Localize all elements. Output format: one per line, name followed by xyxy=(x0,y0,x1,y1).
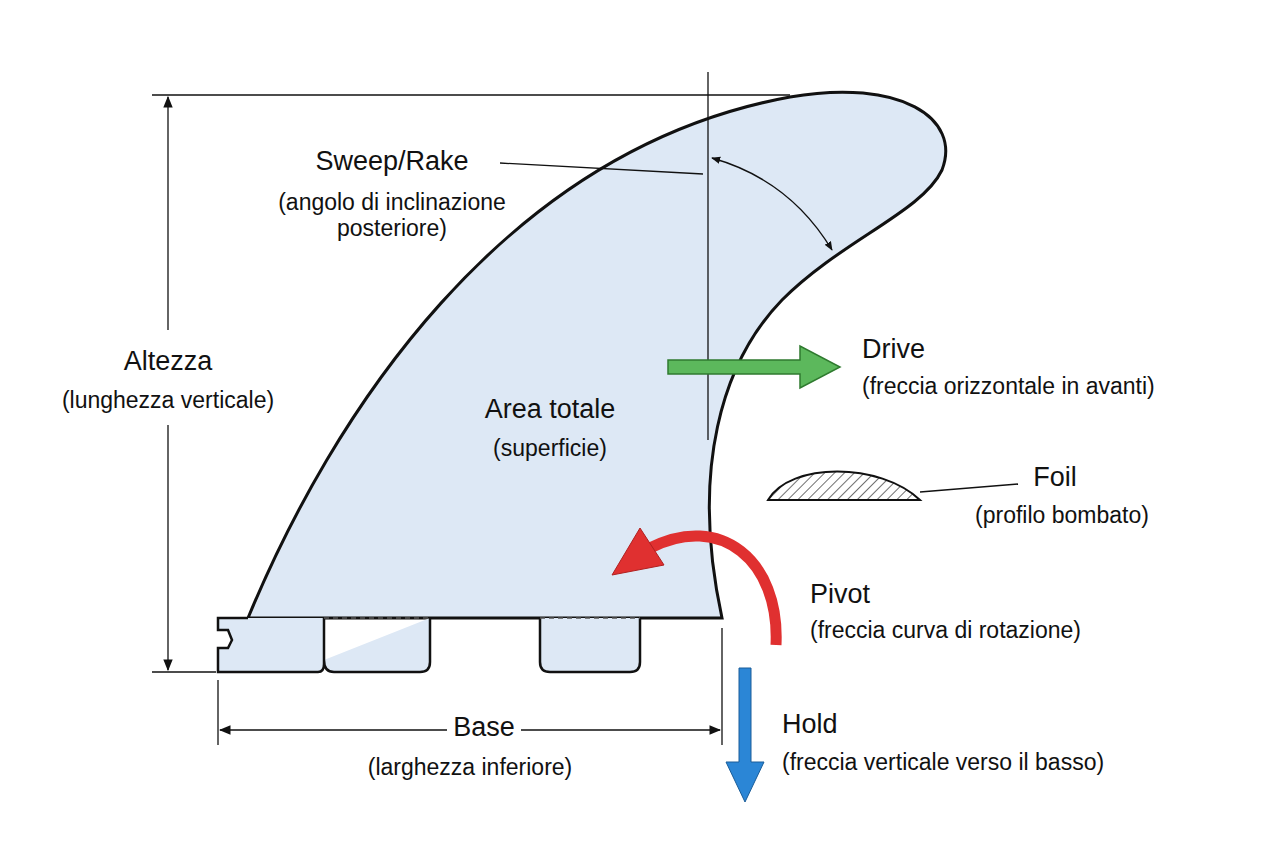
drive-arrow xyxy=(668,346,840,388)
pivot-arrow xyxy=(650,536,776,645)
fin-base-tabs xyxy=(218,618,640,672)
part-note: (freccia orizzontale in avanti) xyxy=(862,373,1155,399)
foil-profile xyxy=(768,472,920,501)
part-note: (angolo di inclinazione posteriore) xyxy=(247,189,537,242)
part-name: Pivot xyxy=(810,579,870,610)
part-name: Altezza xyxy=(118,346,219,377)
fin-body xyxy=(248,92,946,618)
part-note: (superficie) xyxy=(493,435,607,461)
part-name: Foil xyxy=(1033,462,1077,493)
sweep-indicator xyxy=(500,72,832,440)
part-note: (freccia verticale verso il basso) xyxy=(782,749,1104,775)
part-note: (freccia curva di rotazione) xyxy=(810,617,1081,643)
part-note: (lunghezza verticale) xyxy=(56,387,280,413)
part-name: Area totale xyxy=(485,394,616,425)
hold-arrow xyxy=(726,668,764,802)
part-name: Hold xyxy=(782,709,838,740)
part-name: Sweep/Rake xyxy=(315,146,468,177)
base-dimension xyxy=(218,628,722,745)
part-note: (profilo bombato) xyxy=(975,502,1149,528)
height-dimension xyxy=(152,95,790,672)
part-name: Drive xyxy=(862,334,925,365)
pivot-arrowhead xyxy=(612,528,664,575)
part-name: Base xyxy=(447,712,521,743)
part-note: (larghezza inferiore) xyxy=(368,754,573,780)
